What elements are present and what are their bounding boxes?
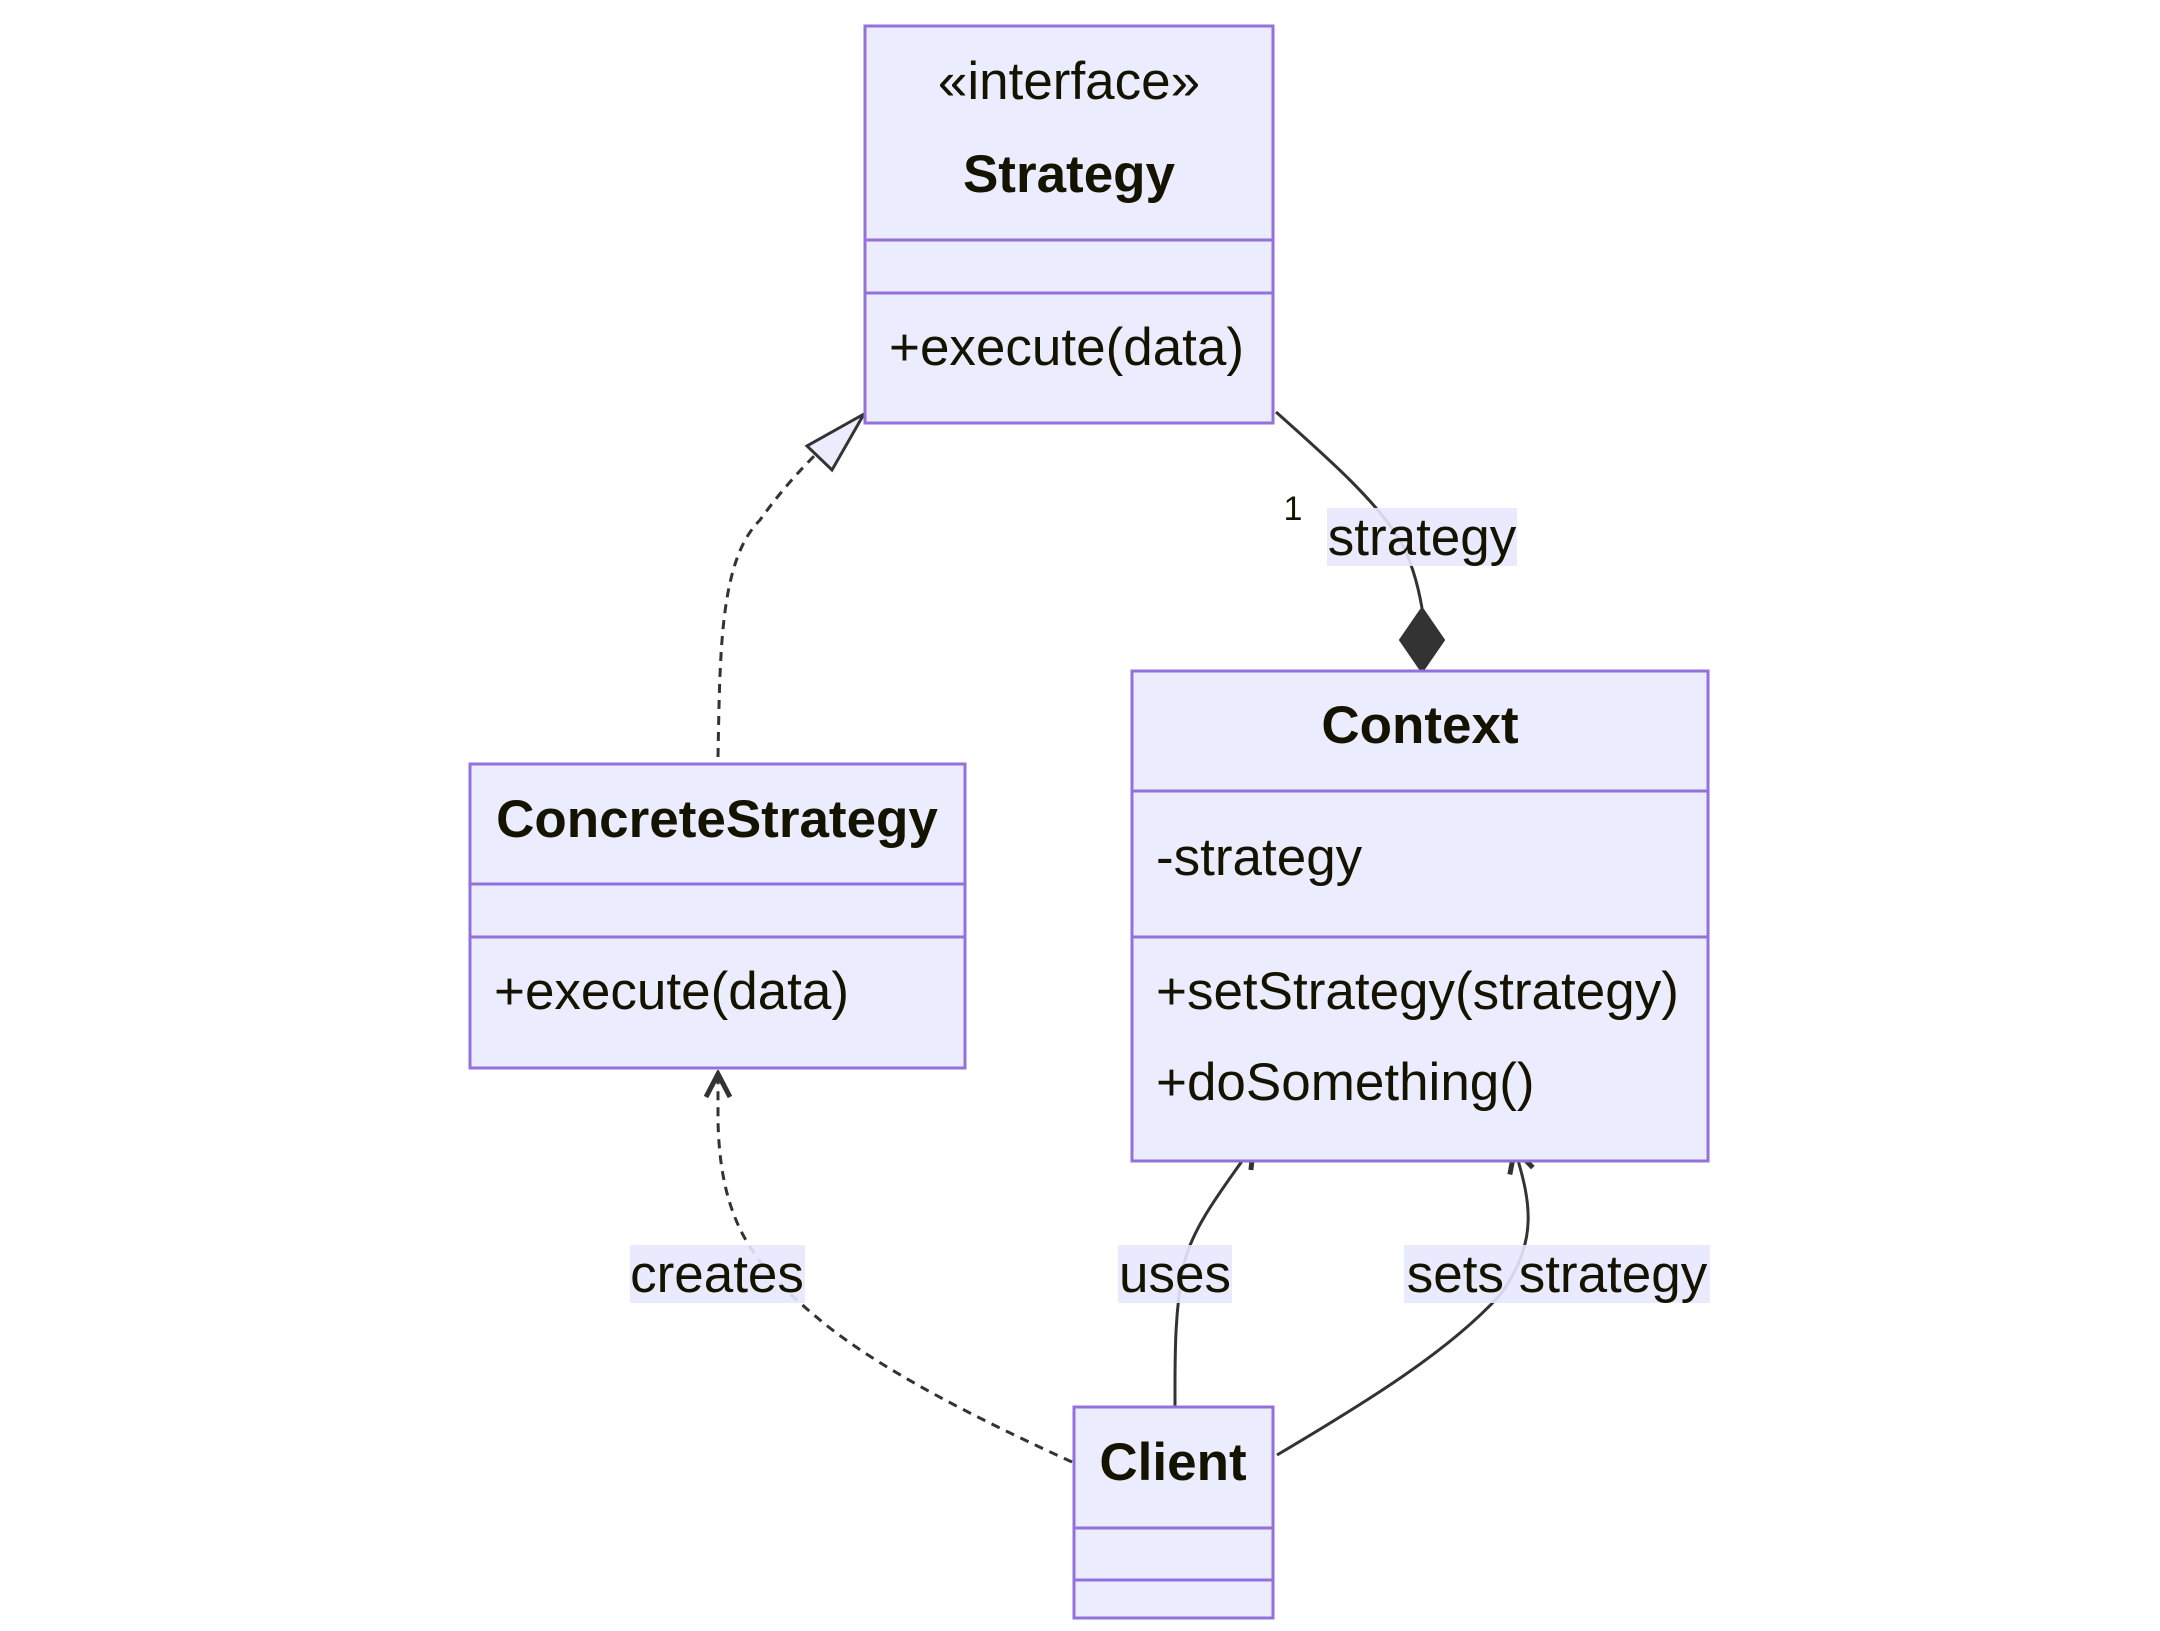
strategy-method-execute: +execute(data) (889, 318, 1244, 377)
context-method-set-strategy: +setStrategy(strategy) (1156, 962, 1679, 1021)
context-method-do-something: +doSomething() (1156, 1053, 1535, 1112)
strategy-stereotype: «interface» (938, 52, 1200, 111)
creates-edge (718, 1075, 1073, 1464)
composition-diamond-icon (1398, 606, 1446, 674)
class-client[interactable]: Client (1072, 1405, 1275, 1620)
context-attribute-strategy: -strategy (1156, 828, 1363, 887)
sets-strategy-edge (1276, 1150, 1528, 1457)
client-class-name: Client (1099, 1433, 1246, 1492)
uses-label-text: uses (1119, 1245, 1231, 1304)
strategy-class-name: Strategy (963, 145, 1176, 204)
realization-edge (716, 410, 868, 758)
sets-strategy-label-text: sets strategy (1407, 1245, 1708, 1304)
context-class-name: Context (1321, 696, 1518, 755)
class-strategy[interactable]: «interface» Strategy +execute(data) (863, 24, 1275, 425)
composition-cardinality: 1 (1284, 490, 1303, 528)
class-concrete-strategy[interactable]: ConcreteStrategy +execute(data) (468, 762, 967, 1070)
creates-label: creates (630, 1245, 805, 1304)
concrete-strategy-class-name: ConcreteStrategy (496, 790, 938, 849)
composition-label: strategy (1327, 508, 1517, 567)
concrete-strategy-method-execute: +execute(data) (494, 962, 849, 1021)
creates-label-text: creates (630, 1245, 804, 1304)
realization-triangle-icon (804, 410, 868, 473)
composition-label-text: strategy (1328, 508, 1517, 567)
class-context[interactable]: Context -strategy +setStrategy(strategy)… (1130, 669, 1710, 1163)
uses-label: uses (1118, 1245, 1232, 1304)
sets-strategy-label: sets strategy (1404, 1245, 1710, 1304)
